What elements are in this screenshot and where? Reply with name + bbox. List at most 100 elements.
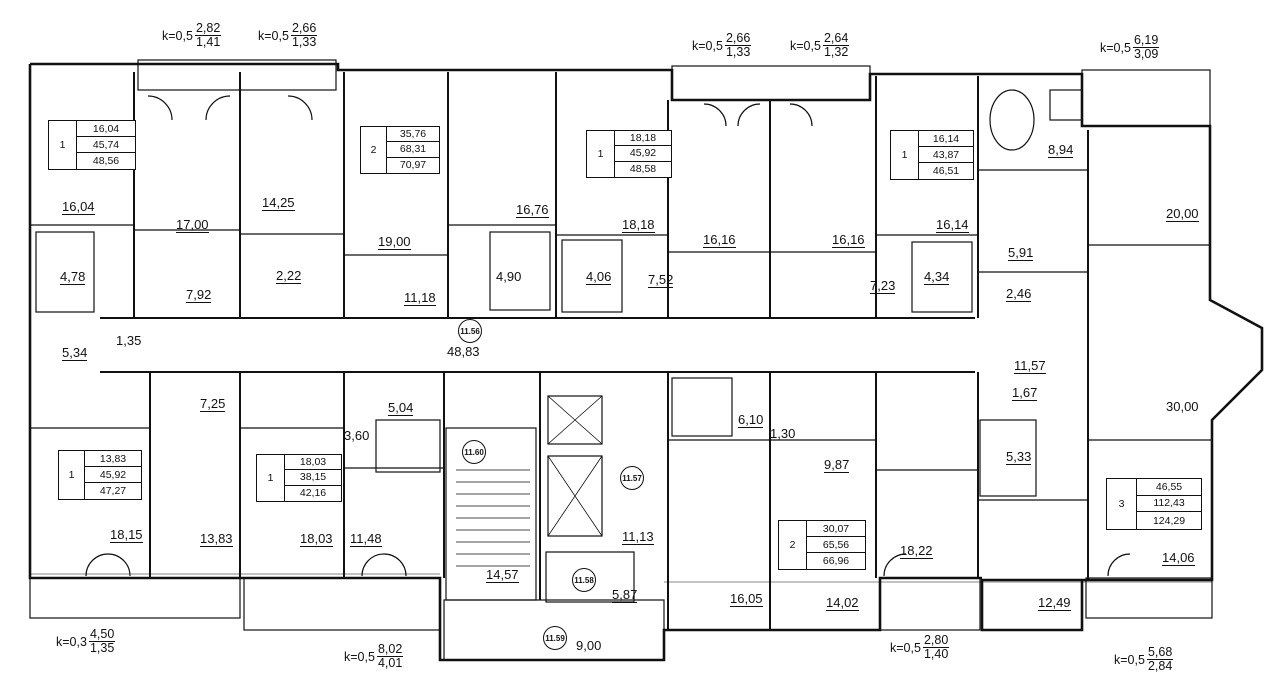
balcony-bottom-3: [879, 577, 981, 631]
room-area: 20,00: [1166, 206, 1199, 222]
room-area: 3,60: [344, 428, 370, 443]
partitions-bottom: [149, 372, 979, 630]
room-area: 7,52: [648, 272, 674, 288]
bathroom-4: [911, 241, 973, 313]
corridor-walls: [100, 317, 975, 373]
lift-hall: [443, 599, 665, 661]
room-area: 14,25: [262, 195, 295, 211]
room-area: 18,22: [900, 543, 933, 559]
door-swings-bottom: [85, 553, 1131, 577]
partitions-top: [133, 72, 1089, 580]
room-area: 16,76: [516, 202, 549, 218]
room-area: 1,35: [116, 333, 142, 348]
room-marker: 11.56: [458, 319, 482, 343]
room-area: 16,14: [936, 217, 969, 233]
room-area: 30,00: [1166, 399, 1199, 414]
bathroom-6: [979, 419, 1037, 497]
balcony-bottom-1: [29, 577, 241, 619]
bathroom-1: [35, 231, 95, 313]
shower-tray: [1049, 89, 1083, 121]
room-area: 7,23: [870, 278, 896, 294]
grid-lines: [30, 573, 1212, 583]
room-area: 14,02: [826, 595, 859, 611]
elevator-1: [547, 395, 603, 445]
room-area: 4,34: [924, 269, 950, 285]
room-area: 2,46: [1006, 286, 1032, 302]
balcony-top-3: [1081, 69, 1211, 127]
room-area: 1,67: [1012, 385, 1038, 401]
elevator-1-cross: [547, 395, 603, 445]
room-area: 5,04: [388, 400, 414, 416]
room-area: 14,06: [1162, 550, 1195, 566]
balcony-top-1: [137, 59, 337, 91]
room-marker: 11.59: [543, 626, 567, 650]
room-area: 13,83: [200, 531, 233, 547]
room-area: 9,00: [576, 638, 602, 653]
balcony-bottom-4: [1085, 577, 1213, 619]
room-area: 18,18: [622, 217, 655, 233]
room-marker: 11.57: [620, 466, 644, 490]
room-area: 4,90: [496, 269, 522, 284]
bathroom-7: [671, 377, 733, 437]
room-area: 19,00: [378, 234, 411, 250]
room-marker: 11.58: [572, 568, 596, 592]
room-marker: 11.60: [462, 440, 486, 464]
room-walls-top: [30, 169, 1210, 273]
room-area: 7,25: [200, 396, 226, 412]
stair-steps: [456, 469, 530, 567]
room-area: 48,83: [447, 344, 480, 359]
room-area: 17,00: [176, 217, 209, 233]
room-area: 8,94: [1048, 142, 1074, 158]
room-area: 5,87: [612, 587, 638, 603]
room-area: 18,03: [300, 531, 333, 547]
room-area: 9,87: [824, 457, 850, 473]
bathroom-3: [561, 239, 623, 313]
room-area: 5,33: [1006, 449, 1032, 465]
room-area: 18,15: [110, 527, 143, 543]
bathroom-2: [489, 231, 551, 311]
room-area: 4,06: [586, 269, 612, 285]
room-area: 11,57: [1014, 358, 1046, 374]
room-area: 4,78: [60, 269, 86, 285]
room-area: 5,91: [1008, 245, 1034, 261]
room-area: 16,16: [703, 232, 736, 248]
balcony-top-2: [671, 65, 871, 101]
room-walls-bottom: [30, 427, 1212, 501]
room-area: 6,10: [738, 412, 764, 428]
room-area: 11,13: [622, 529, 654, 545]
room-area: 16,04: [62, 199, 95, 215]
room-area: 16,05: [730, 591, 763, 607]
vestibule: [545, 551, 635, 603]
room-area: 11,48: [350, 531, 382, 547]
room-area: 1,30: [770, 426, 796, 441]
room-area: 11,18: [404, 290, 436, 306]
door-swings-top: [147, 95, 813, 127]
room-area: 7,92: [186, 287, 212, 303]
room-area: 14,57: [486, 567, 519, 583]
balcony-bottom-2: [243, 577, 441, 631]
bath-oval: [989, 89, 1035, 151]
bathroom-5: [375, 419, 441, 473]
room-area: 5,34: [62, 345, 88, 361]
room-area: 16,16: [832, 232, 865, 248]
elevator-2: [547, 455, 603, 537]
room-area: 12,49: [1038, 595, 1071, 611]
outer-wall-top-right: [30, 62, 1264, 632]
elevator-2-cross: [547, 455, 603, 537]
room-area: 2,22: [276, 268, 302, 284]
